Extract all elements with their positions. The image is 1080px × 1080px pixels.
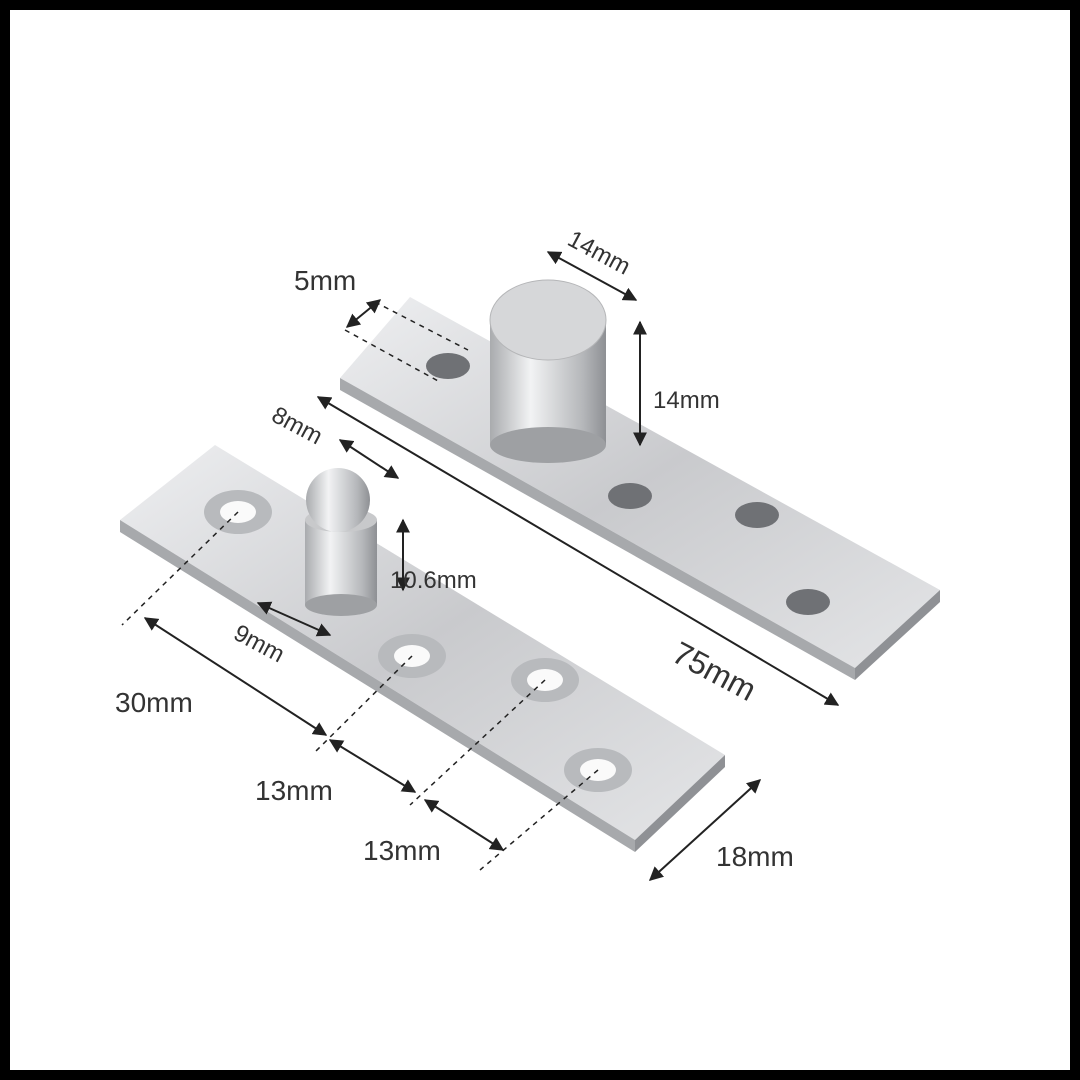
label-plate-length: 75mm — [667, 634, 762, 708]
label-hole-diameter: 5mm — [294, 265, 356, 296]
label-pin-height-top: 14mm — [653, 387, 720, 414]
label-plate-width: 18mm — [716, 841, 794, 872]
label-hole-spacing-1: 13mm — [255, 775, 333, 806]
label-pin-diameter-top: 14mm — [563, 225, 635, 280]
label-pin-height-bottom: 10.6mm — [390, 567, 477, 594]
label-pin-diameter-bottom: 8mm — [267, 401, 327, 450]
label-first-hole-offset: 30mm — [115, 687, 193, 718]
label-hole-spacing-2: 13mm — [363, 835, 441, 866]
dimension-lines — [121, 251, 840, 881]
bottom-pivot-pin — [305, 520, 377, 605]
